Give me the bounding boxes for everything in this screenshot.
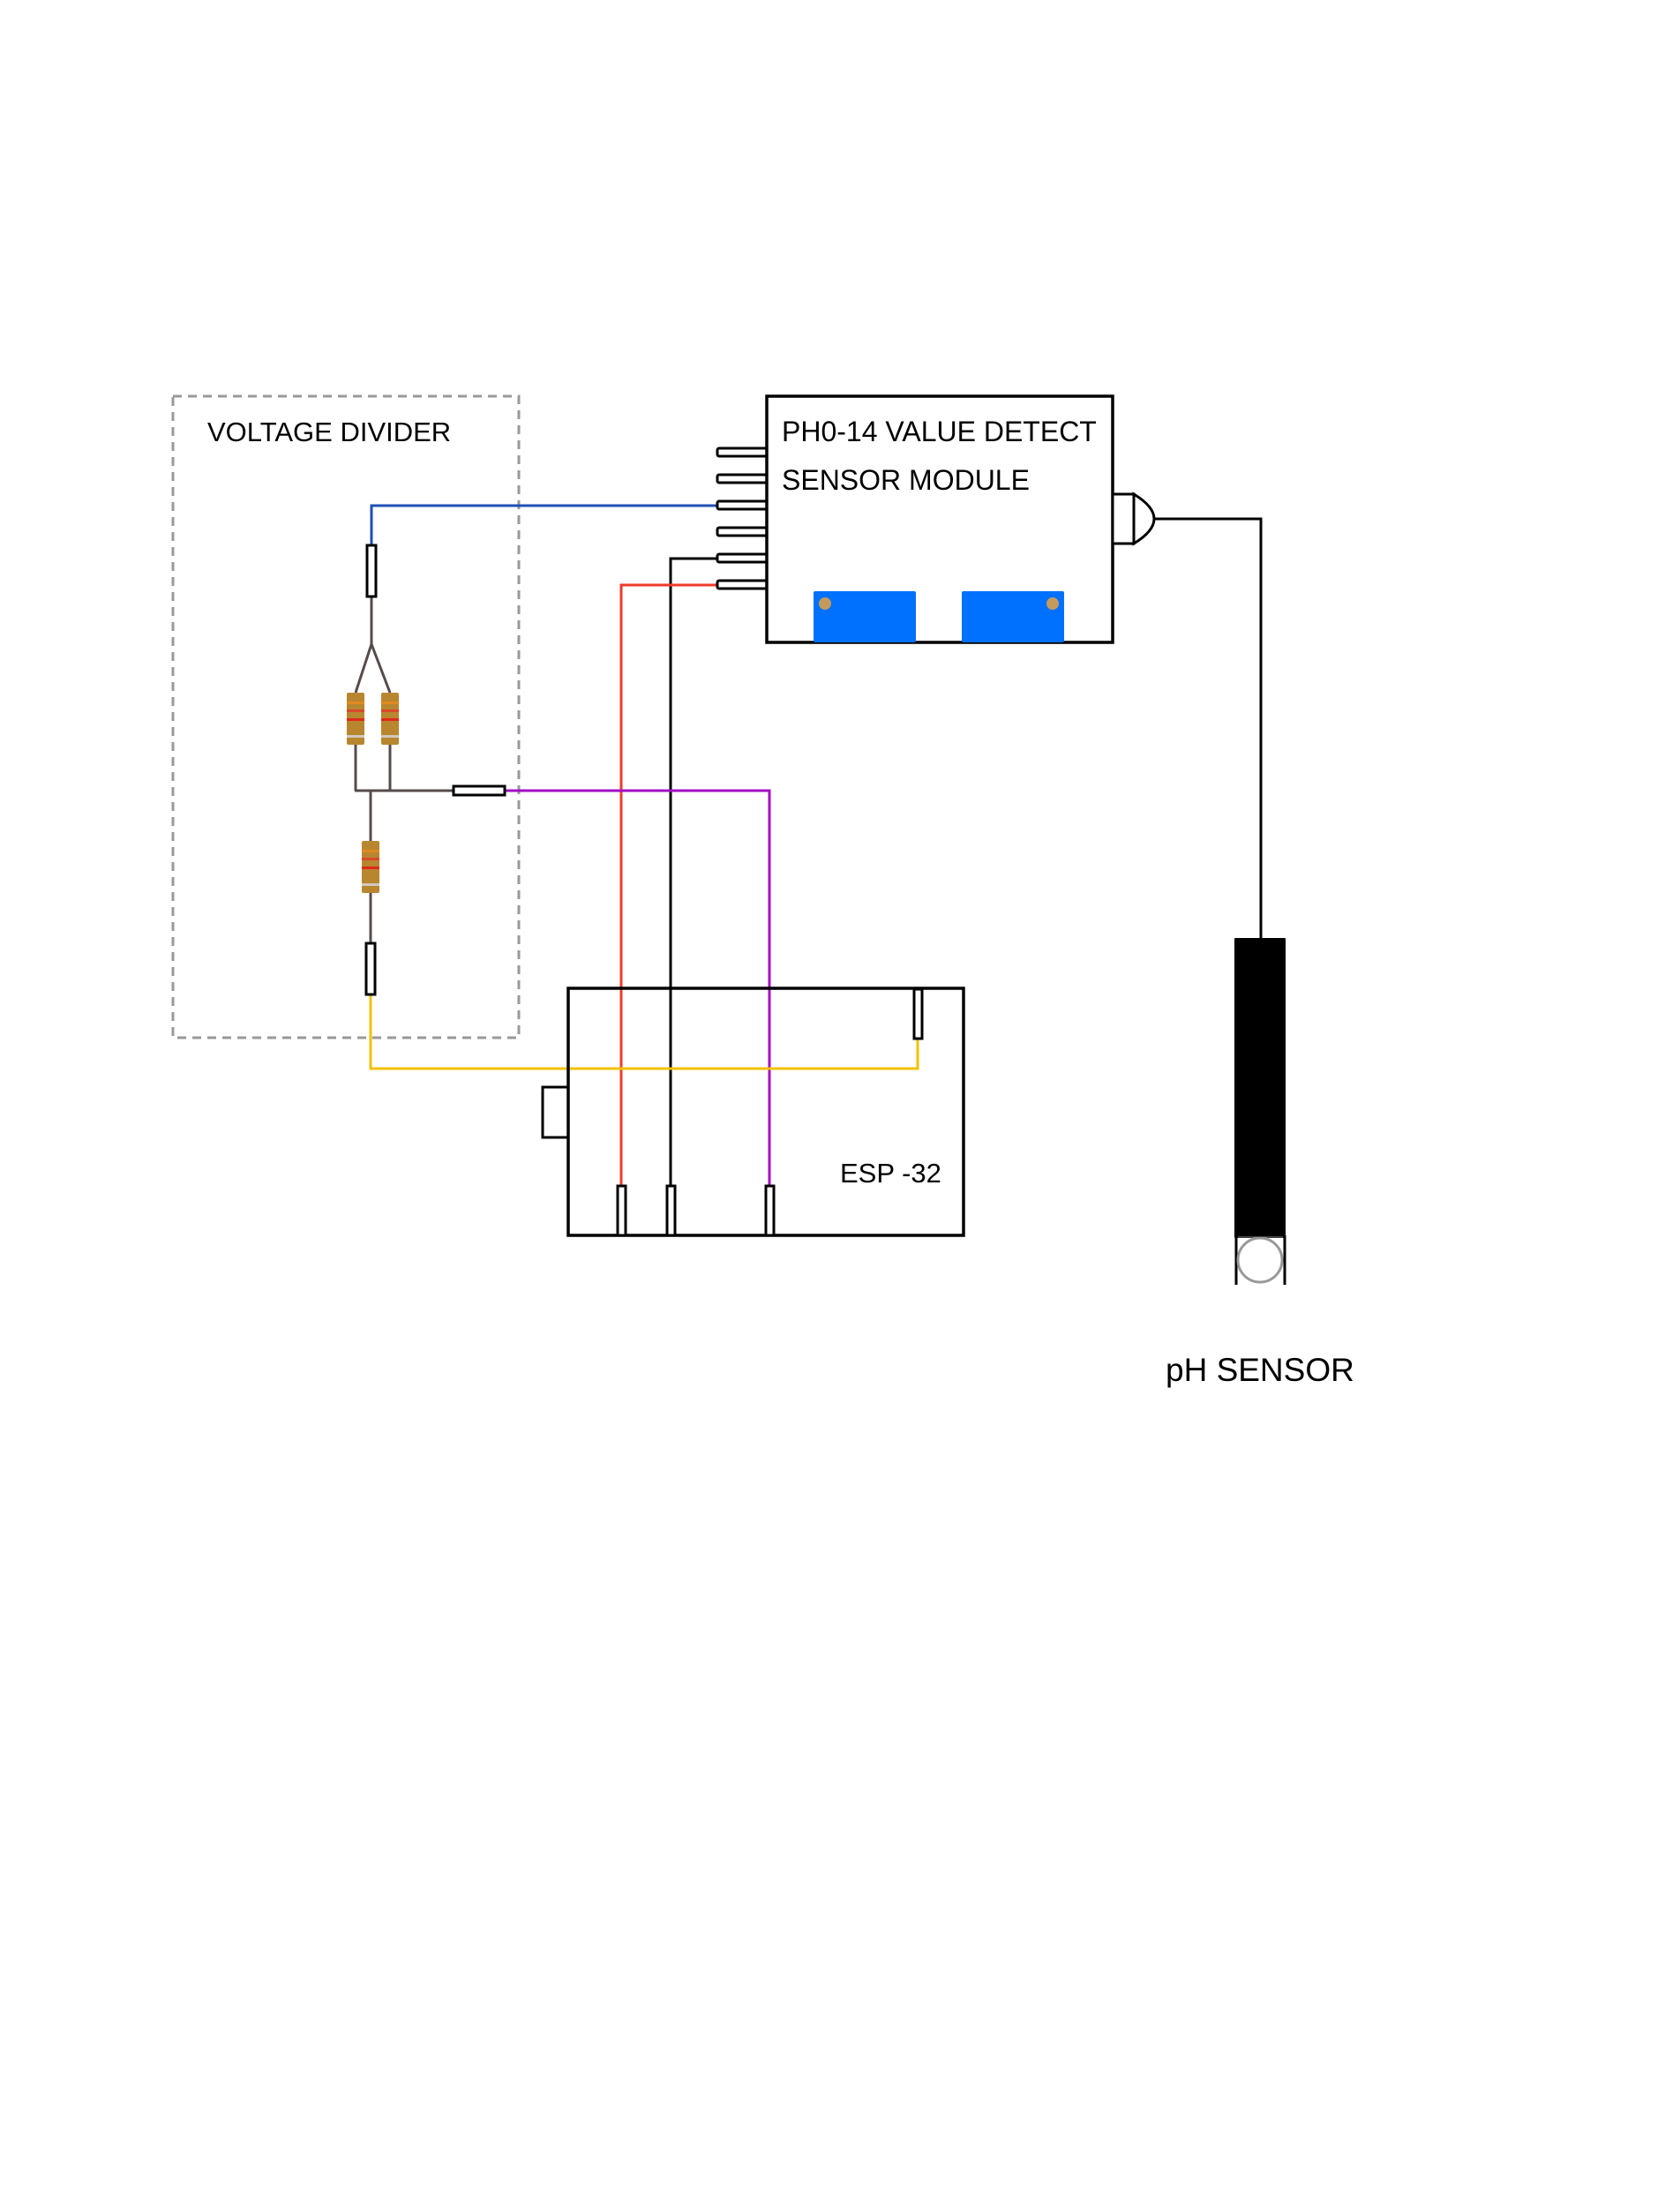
resistor-2	[381, 693, 399, 745]
ph-probe-body	[1234, 938, 1286, 1238]
module-pin-2	[716, 473, 769, 484]
blue-wire	[370, 504, 716, 545]
module-pin-6	[716, 579, 769, 590]
red-wire	[619, 583, 716, 1186]
esp32-usb-port	[541, 1085, 570, 1139]
potentiometer-screw-icon	[1046, 597, 1059, 610]
ph-probe-bulb-icon	[1236, 1236, 1284, 1284]
resistor-1	[347, 693, 364, 745]
wires	[369, 504, 1263, 1186]
module-pin-1	[716, 446, 769, 458]
potentiometer-1	[814, 591, 916, 642]
probe-cable	[1154, 517, 1263, 939]
esp32-board: ESP -32	[541, 987, 965, 1237]
voltage-divider-group: VOLTAGE DIVIDER	[171, 394, 521, 1039]
divider-wiring	[354, 597, 453, 943]
ph-sensor-module: PH0-14 VALUE DETECT SENSOR MODULE	[716, 394, 1156, 644]
ph-sensor-label: pH SENSOR	[1166, 1352, 1354, 1388]
voltage-divider-label: VOLTAGE DIVIDER	[207, 416, 451, 447]
module-pin-3	[716, 499, 769, 511]
esp32-pin-1	[616, 1184, 627, 1237]
esp32-pin-2	[665, 1184, 677, 1237]
esp32-top-pin	[912, 987, 924, 1040]
esp32-label: ESP -32	[840, 1158, 941, 1189]
module-pins	[716, 446, 769, 590]
ph-probe: pH SENSOR	[1166, 938, 1354, 1388]
module-pin-5	[716, 552, 769, 564]
esp32-pin-3	[764, 1184, 776, 1237]
purple-wire	[505, 789, 771, 1186]
potentiometer-screw-icon	[819, 597, 831, 610]
module-label-line1: PH0-14 VALUE DETECT	[782, 416, 1097, 447]
divider-input-connector	[365, 544, 378, 598]
bnc-connector	[1111, 491, 1156, 546]
divider-ground-connector	[364, 942, 377, 996]
module-pin-4	[716, 526, 769, 537]
black-wire	[669, 557, 716, 1186]
divider-output-connector	[452, 784, 506, 797]
module-label-line2: SENSOR MODULE	[782, 464, 1030, 496]
voltage-divider-boundary	[171, 394, 521, 1039]
resistor-3	[362, 841, 379, 893]
potentiometer-2	[962, 591, 1064, 642]
yellow-wire	[369, 994, 919, 1070]
